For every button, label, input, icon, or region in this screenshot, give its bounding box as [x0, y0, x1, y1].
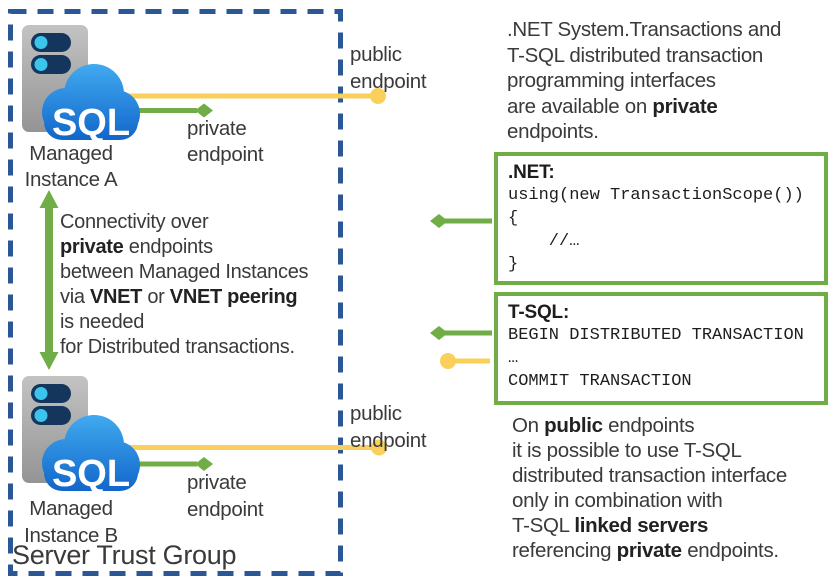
- code-line: //…: [508, 232, 580, 251]
- public-endpoint-label-b: public endpoint: [350, 402, 427, 452]
- note-line: distributed transaction interface: [512, 464, 787, 487]
- note-line: programming interfaces: [507, 69, 716, 92]
- note-line: .NET System.Transactions and: [507, 18, 782, 41]
- sql-logo-text: SQL: [52, 102, 130, 144]
- note-line: Connectivity over: [60, 211, 209, 233]
- code-line: BEGIN DISTRIBUTED TRANSACTION: [508, 326, 804, 345]
- instance-name-line: Instance B: [24, 524, 118, 547]
- sql-cloud-icon: SQL: [42, 64, 140, 144]
- tsql-box-title: T-SQL:: [508, 302, 570, 323]
- diamond-arrowhead-icon: [195, 103, 213, 118]
- tsql-code-box: T-SQL: BEGIN DISTRIBUTED TRANSACTION … C…: [494, 292, 828, 405]
- managed-instance-a-icon: SQL: [22, 25, 140, 144]
- server-led-icon: [34, 387, 48, 400]
- code-line: }: [508, 255, 519, 274]
- note-line: are available on private: [507, 94, 718, 118]
- public-endpoint-line-b: [120, 439, 387, 456]
- note-line: endpoints.: [507, 120, 599, 143]
- note-line: via VNET or VNET peering: [60, 286, 298, 308]
- instance-b-name: Managed Instance B: [8, 495, 134, 549]
- public-endpoint-dot-icon: [440, 353, 456, 369]
- note-line: is needed: [60, 311, 145, 333]
- public-endpoint-line-a: [120, 88, 386, 104]
- server-led-icon: [34, 409, 48, 422]
- note-line: only in combination with: [512, 489, 723, 512]
- sql-cloud-icon: SQL: [42, 415, 140, 495]
- code-line: COMMIT TRANSACTION: [508, 372, 692, 391]
- public-endpoint-dot-icon: [370, 88, 386, 104]
- private-endpoints-note: .NET System.Transactions and T-SQL distr…: [507, 17, 781, 145]
- note-line: T-SQL linked servers: [512, 514, 709, 537]
- note-line: between Managed Instances: [60, 261, 309, 283]
- note-line: On public endpoints: [512, 414, 695, 437]
- instance-name-line: Instance A: [24, 168, 118, 191]
- server-trust-group-border: [8, 9, 343, 576]
- public-endpoint-dot-icon: [371, 439, 387, 456]
- instance-name-line: Managed: [29, 142, 113, 165]
- note-line: it is possible to use T-SQL: [512, 439, 742, 462]
- tsql-public-connector: [440, 353, 490, 369]
- managed-instance-b-icon: SQL: [22, 376, 140, 495]
- note-line: private endpoints: [60, 236, 213, 258]
- note-line: T-SQL distributed transaction: [507, 43, 764, 67]
- connectivity-note: Connectivity over private endpoints betw…: [60, 210, 309, 360]
- server-led-icon: [34, 36, 48, 49]
- note-line: for Distributed transactions.: [60, 336, 295, 358]
- server-led-icon: [34, 58, 48, 71]
- public-endpoint-label-a: public endpoint: [350, 43, 427, 93]
- private-endpoint-label-a: private endpoint: [187, 117, 264, 166]
- sql-logo-text: SQL: [52, 453, 130, 495]
- dotnet-code-box: .NET: using(new TransactionScope()) { //…: [494, 152, 828, 285]
- tsql-private-connector: [430, 326, 492, 340]
- private-endpoint-label-b: private endpoint: [187, 471, 264, 521]
- dotnet-box-title: .NET:: [508, 162, 555, 183]
- instance-a-name: Managed Instance A: [8, 141, 134, 193]
- connectivity-double-arrow-icon: [39, 190, 59, 370]
- diamond-arrowhead-icon: [195, 457, 213, 471]
- code-line: …: [508, 349, 519, 368]
- diamond-arrowhead-icon: [430, 214, 448, 228]
- dotnet-private-connector: [430, 214, 492, 228]
- server-trust-group-label: Server Trust Group: [12, 540, 237, 570]
- diamond-arrowhead-icon: [430, 326, 448, 340]
- code-line: {: [508, 209, 519, 228]
- instance-name-line: Managed: [29, 497, 113, 520]
- note-line: referencing private endpoints.: [512, 539, 779, 562]
- code-line: using(new TransactionScope()): [508, 186, 804, 205]
- public-endpoints-note: On public endpoints it is possible to us…: [512, 413, 787, 563]
